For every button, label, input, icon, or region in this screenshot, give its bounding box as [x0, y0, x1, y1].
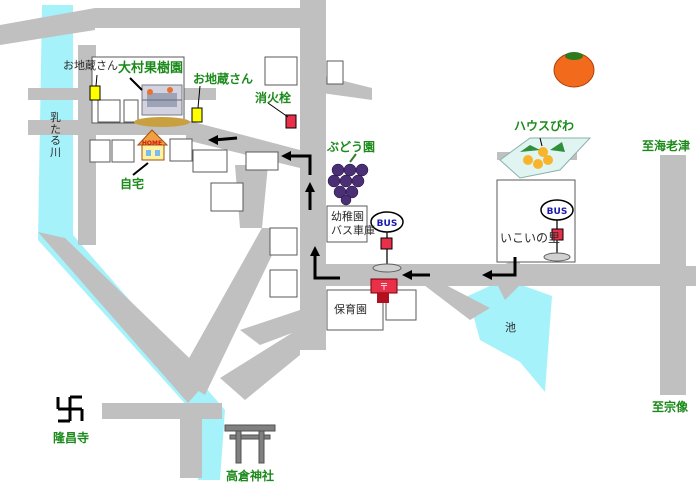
kindergarten-bus-garage-label: 幼稚園 バス車庫: [331, 210, 375, 237]
ojizo-left-label: お地蔵さん: [63, 59, 118, 72]
torii-icon: [224, 424, 276, 464]
bus-stop-icon: BUS: [370, 211, 404, 273]
ojizo-right-label: お地蔵さん: [193, 72, 254, 86]
home-label: 自宅: [120, 177, 145, 191]
takakura-shrine-label: 高倉神社: [226, 469, 275, 483]
ryushoji-label: 隆昌寺: [53, 431, 90, 445]
jizo-icon: [89, 85, 203, 123]
nursery-label: 保育園: [334, 303, 367, 316]
grapes-icon: [327, 163, 369, 206]
to-ebitsu-label: 至海老津: [642, 139, 691, 153]
pond-label: 池: [505, 321, 516, 334]
persimmon-icon: [553, 52, 595, 88]
bus-sign-left: BUS: [377, 219, 398, 229]
house-biwa-label: ハウスびわ: [514, 119, 575, 133]
manji-icon: [56, 395, 84, 423]
grape-orchard-label: ぶどう園: [327, 140, 376, 154]
bus-sign-right: BUS: [547, 207, 568, 217]
home-icon: HOME: [136, 129, 169, 161]
hydrant-icon: [285, 114, 297, 129]
mailbox-icon: 〒: [370, 278, 398, 303]
ikoi-no-sato-label: いこいの里: [500, 231, 561, 245]
orchard-icon: [134, 84, 190, 127]
home-sign: HOME: [142, 140, 162, 147]
chichitaru-river-label: 乳たる川: [50, 111, 61, 159]
hydrant-label: 消火栓: [255, 91, 292, 105]
bus-stop-icon: BUS: [540, 199, 574, 262]
svg-text:〒: 〒: [379, 283, 388, 293]
arrow-heads: [208, 135, 492, 280]
to-munakata-label: 至宗像: [652, 400, 689, 414]
biwa-icon: [499, 137, 592, 179]
omura-orchard-label: 大村果樹園: [118, 61, 184, 76]
